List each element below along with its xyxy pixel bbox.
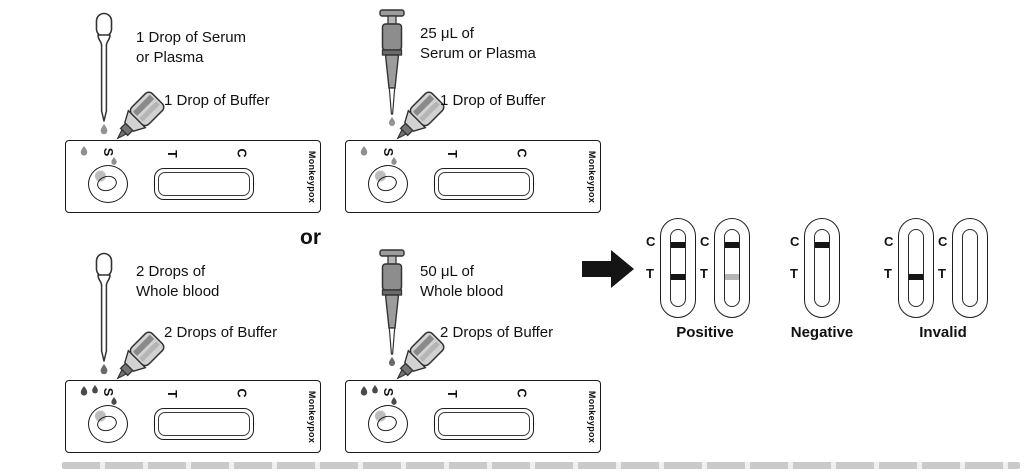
dropper-icon [95,252,113,375]
control-band [671,242,685,248]
test-band [725,274,739,280]
strip-window [670,229,686,307]
result-label-negative: Negative [790,324,854,341]
sample-instruction: 50 μL of Whole blood [420,263,504,300]
test-line-label: T [884,266,892,281]
test-line-label: T [700,266,708,281]
test-strip [660,218,696,318]
buffer-bottle-icon [387,331,445,389]
test-line-label: T [646,266,654,281]
sample-well-label: S [381,387,396,397]
control-line-label: C [514,388,529,398]
micropipette-icon [379,9,405,126]
test-line-label: T [164,150,179,158]
sample-well-label: S [381,147,396,157]
buffer-bottle-icon [107,331,165,389]
sample-instruction: 1 Drop of Serum or Plasma [136,29,247,66]
test-band [909,274,923,280]
test-cassette: S T C Monkeypox [345,140,601,213]
panel-blood-micropipette: 50 μL of Whole blood 2 Drops of Buffer S… [340,248,632,462]
result-window-inner [158,172,250,196]
result-label-positive: Positive [676,324,734,341]
sample-drops-icon [360,146,397,165]
strip-window [962,229,978,307]
result-window [154,168,254,200]
test-cassette: S T C Monkeypox [65,380,321,453]
or-label: or [300,226,321,249]
control-line-label: C [700,234,710,249]
brand-label: Monkeypox [587,150,597,203]
results-legend: C T C T Positive C T [640,218,1024,358]
result-window-inner [438,172,530,196]
control-line-label: C [234,148,249,158]
test-cassette: S T C Monkeypox [345,380,601,453]
test-line-label: T [444,150,459,158]
result-window [434,168,534,200]
sample-well [88,165,128,203]
sample-well [368,405,408,443]
result-window-inner [158,412,250,436]
micropipette-icon [379,249,405,366]
control-line-label: C [938,234,948,249]
control-line-label: C [790,234,800,249]
buffer-instruction: 2 Drops of Buffer [440,324,554,341]
brand-label: Monkeypox [587,390,597,443]
test-line-label: T [938,266,946,281]
sample-well-hole [375,413,399,434]
dropper-icon [95,12,113,135]
sample-drops-icon [80,146,117,165]
buffer-instruction: 2 Drops of Buffer [164,324,278,341]
result-strip-invalid-2: C T [938,218,990,318]
result-window-inner [438,412,530,436]
sample-instruction: 2 Drops of Whole blood [136,263,220,300]
test-line-label: T [164,390,179,398]
control-line-label: C [884,234,894,249]
sample-well [368,165,408,203]
sample-well [88,405,128,443]
strip-window [814,229,830,307]
result-strip-invalid-1: C T [884,218,936,318]
result-strip-positive-1: C T [646,218,698,318]
test-strip [898,218,934,318]
brand-label: Monkeypox [307,150,317,203]
control-band [815,242,829,248]
brand-label: Monkeypox [307,390,317,443]
strip-window [908,229,924,307]
buffer-instruction: 1 Drop of Buffer [164,92,270,109]
buffer-bottle-icon [107,91,165,149]
result-window [434,408,534,440]
test-band [671,274,685,280]
panel-blood-dropper: 2 Drops of Whole blood 2 Drops of Buffer… [60,248,352,462]
test-strip [952,218,988,318]
buffer-instruction: 1 Drop of Buffer [440,92,546,109]
panel-serum-micropipette: 25 μL of Serum or Plasma 1 Drop of Buffe… [340,8,632,222]
panel-serum-dropper: 1 Drop of Serum or Plasma 1 Drop of Buff… [60,8,352,222]
sample-well-hole [95,413,119,434]
strip-window [724,229,740,307]
control-line-label: C [646,234,656,249]
result-strip-positive-2: C T [700,218,752,318]
control-line-label: C [234,388,249,398]
test-line-label: T [444,390,459,398]
sample-well-label: S [101,387,116,397]
test-strip [804,218,840,318]
result-arrow-icon [582,250,634,288]
sample-drops-icon [80,385,117,405]
control-line-label: C [514,148,529,158]
sample-instruction: 25 μL of Serum or Plasma [420,25,536,62]
test-line-label: T [790,266,798,281]
result-strip-negative: C T [790,218,842,318]
test-strip [714,218,750,318]
sample-well-hole [95,173,119,194]
control-band [725,242,739,248]
sample-drops-icon [360,385,397,405]
result-window [154,408,254,440]
test-cassette: S T C Monkeypox [65,140,321,213]
sample-well-label: S [101,147,116,157]
sample-well-hole [375,173,399,194]
cropped-table-edge [62,462,1020,469]
result-label-invalid: Invalid [919,324,967,341]
